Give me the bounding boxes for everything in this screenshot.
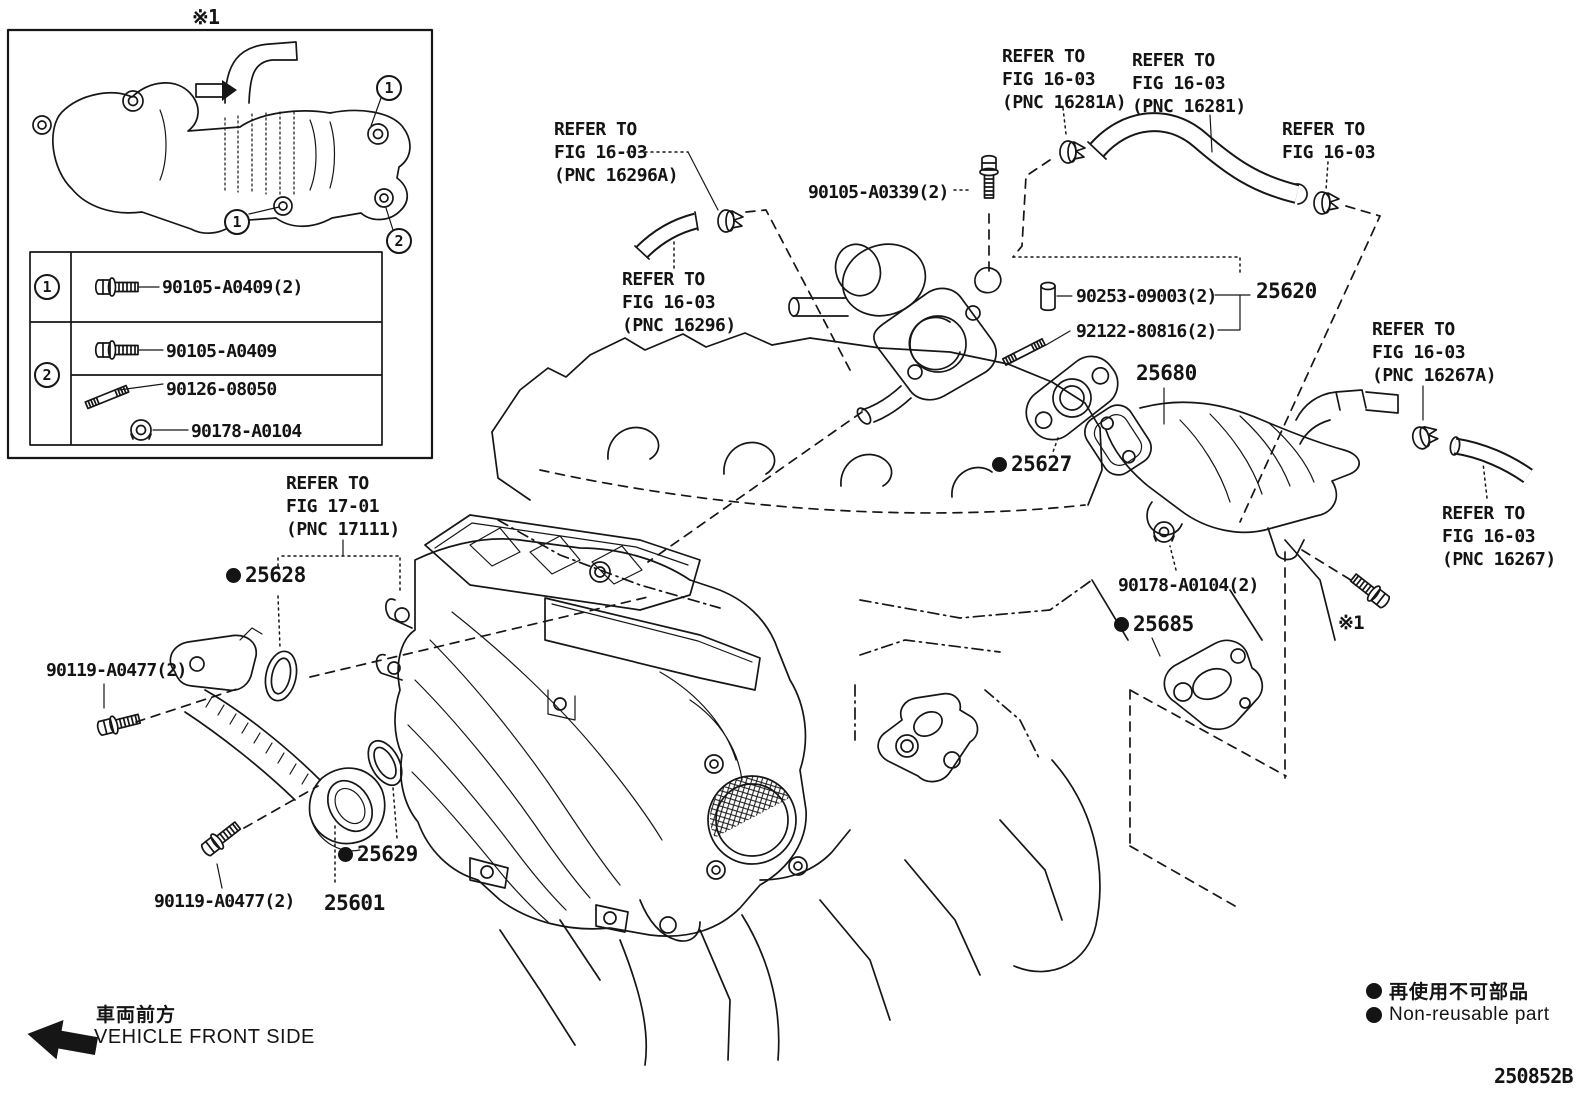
hose-art — [634, 112, 1533, 484]
refer-label-16296a: REFER TO FIG 16-03 (PNC 16296A) — [554, 119, 679, 186]
refer-label-16296: REFER TO FIG 16-03 (PNC 16296) — [622, 269, 736, 336]
engine-art — [491, 332, 1336, 1066]
non-reusable-bullet-icon — [992, 457, 1007, 472]
leader-lines — [103, 107, 1488, 907]
part-label-25620: 25620 — [1256, 279, 1317, 303]
part-label-25629: 25629 — [338, 842, 418, 866]
inset-part-90126: 90126-08050 — [166, 379, 277, 400]
inset-art — [6, 28, 434, 460]
intake-manifold-art — [375, 514, 851, 942]
callout-circle-1b: 1 — [224, 209, 250, 235]
part-label-25627: 25627 — [992, 452, 1072, 476]
non-reusable-bullet-icon — [1114, 617, 1129, 632]
legend-non-reusable-jp: 再使用不可部品 — [1366, 977, 1529, 1004]
refer-label-1603: REFER TO FIG 16-03 — [1282, 119, 1376, 163]
marker-label-x1: ※1 — [1338, 612, 1365, 634]
inset-part-90105-a0409: 90105-A0409 — [166, 341, 277, 362]
vehicle-front-label-en: VEHICLE FRONT SIDE — [94, 1026, 315, 1048]
water-pipe-art — [169, 627, 403, 852]
part-label-25628: 25628 — [226, 563, 306, 587]
inset-marker: ※1 — [192, 5, 220, 29]
inset-part-90105-a0409-2: 90105-A0409(2) — [162, 277, 303, 298]
non-reusable-bullet-icon — [1366, 1007, 1382, 1023]
legend-non-reusable-en: Non-reusable part — [1366, 1004, 1550, 1026]
non-reusable-bullet-icon — [1366, 982, 1382, 999]
part-label-25601: 25601 — [324, 891, 385, 915]
refer-label-16281: REFER TO FIG 16-03 (PNC 16281) — [1132, 50, 1246, 117]
non-reusable-bullet-icon — [226, 568, 241, 583]
egr-pipe-art — [1025, 355, 1399, 731]
part-label-90253: 90253-09003(2) — [1076, 286, 1217, 307]
part-label-25685: 25685 — [1114, 612, 1194, 636]
refer-label-16281a: REFER TO FIG 16-03 (PNC 16281A) — [1002, 46, 1127, 113]
part-label-25680: 25680 — [1136, 361, 1197, 385]
inset-part-90178: 90178-A0104 — [191, 421, 302, 442]
vehicle-front-arrow-icon — [27, 1019, 99, 1060]
part-label-90105-a0339: 90105-A0339(2) — [808, 182, 949, 203]
callout-circle-2: 2 — [386, 228, 412, 254]
egr-valve-art — [788, 243, 1056, 425]
part-label-90119-upper: 90119-A0477(2) — [46, 660, 187, 681]
refer-label-1701: REFER TO FIG 17-01 (PNC 17111) — [286, 473, 400, 540]
non-reusable-bullet-icon — [338, 847, 353, 862]
refer-label-16267: REFER TO FIG 16-03 (PNC 16267) — [1442, 503, 1556, 570]
part-label-92122: 92122-80816(2) — [1076, 321, 1217, 342]
callout-circle-1: 1 — [376, 75, 402, 101]
diagram-code: 250852B — [1494, 1064, 1573, 1088]
part-label-90178: 90178-A0104(2) — [1118, 575, 1259, 596]
table-ref-circle-1: 1 — [34, 274, 60, 300]
table-ref-circle-2: 2 — [34, 362, 60, 388]
part-label-90119-lower: 90119-A0477(2) — [154, 891, 295, 912]
refer-label-16267a: REFER TO FIG 16-03 (PNC 16267A) — [1372, 319, 1497, 386]
vehicle-front-label-jp: 車両前方 — [96, 1004, 177, 1026]
